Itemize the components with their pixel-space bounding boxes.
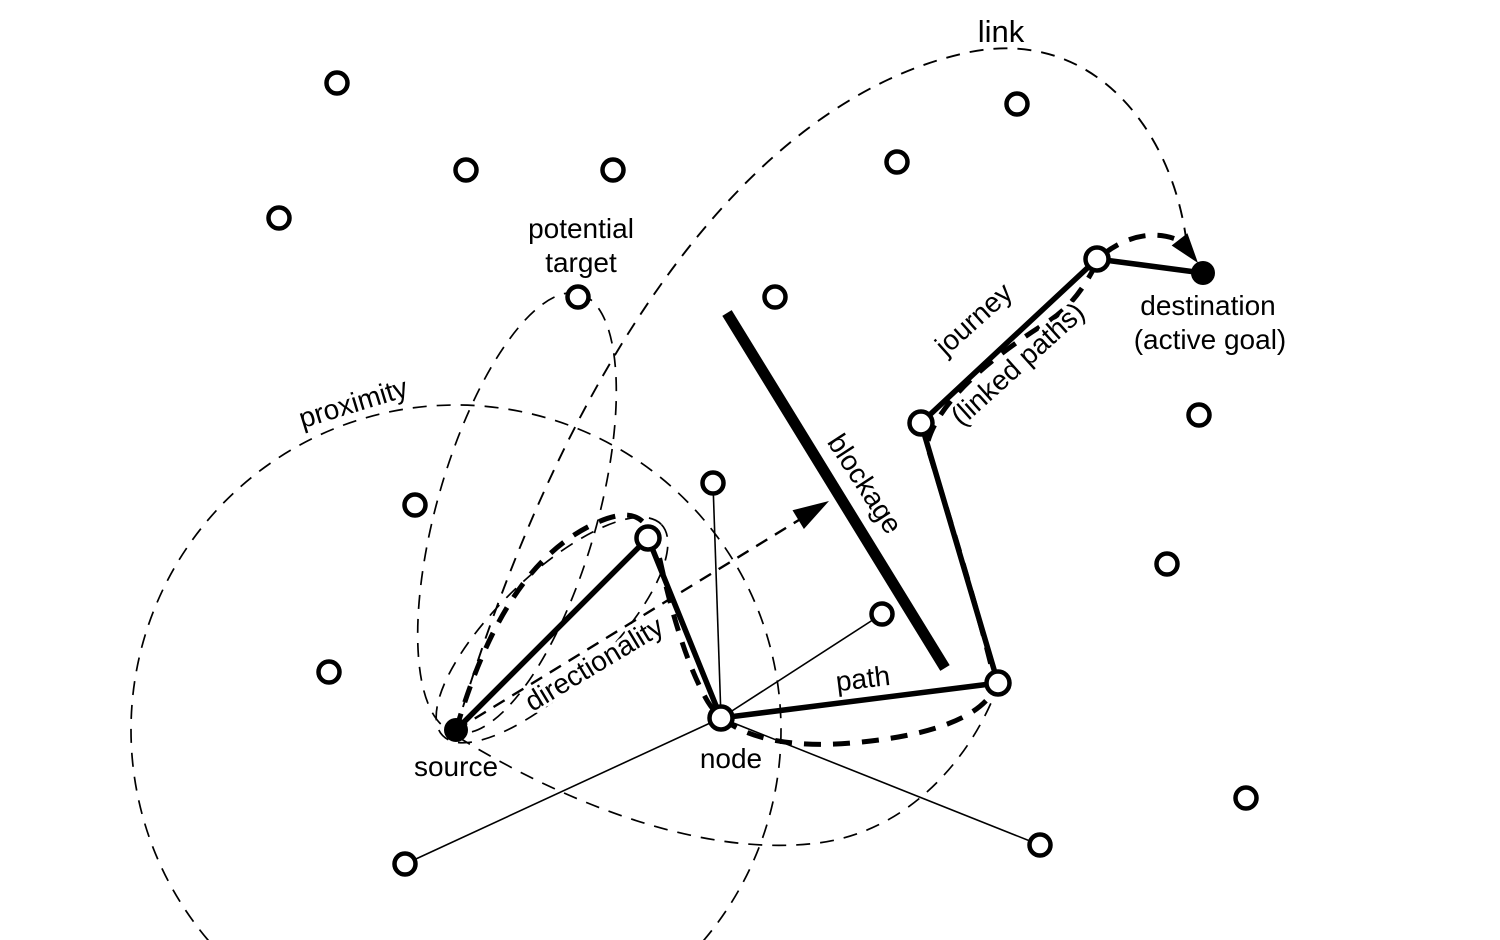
label-node: node: [700, 743, 762, 774]
scatter-node-16: [1233, 785, 1259, 811]
scatter-node-0: [324, 70, 350, 96]
scatter-node-2: [600, 157, 626, 183]
proximity-radius-circle: [130, 404, 782, 940]
node-spoke-line-2: [404, 717, 722, 865]
route-waypoint-3: [907, 409, 935, 437]
scatter-node-3: [266, 205, 292, 231]
scatter-node-12: [869, 601, 895, 627]
scatter-node-8: [402, 492, 428, 518]
directionality-arrowhead: [792, 501, 829, 530]
scatter-node-7: [762, 284, 788, 310]
route-waypoint-1: [707, 704, 735, 732]
link-return-arc: [457, 695, 995, 847]
scatter-node-11: [1154, 551, 1180, 577]
link-arc: [455, 47, 1187, 731]
scatter-node-4: [884, 149, 910, 175]
scatter-node-5: [1004, 91, 1030, 117]
directionality-dashed-line: [455, 510, 813, 732]
label-link: link: [978, 14, 1025, 49]
destination-dot: [1191, 261, 1215, 285]
blockage-bar: [722, 310, 950, 671]
label-source: source: [414, 751, 498, 782]
scatter-node-10: [700, 470, 726, 496]
scatter-node-1: [453, 157, 479, 183]
scatter-node-6: [565, 284, 591, 310]
journey-dashed-curve: [453, 232, 1184, 747]
scatter-node-13: [316, 659, 342, 685]
node-spoke-line-0: [712, 482, 722, 719]
waypoint-lasso-ellipse: [435, 516, 669, 744]
source-dot: [444, 718, 468, 742]
node-spoke-line-1: [720, 613, 883, 719]
label-target: target: [545, 247, 617, 278]
route-waypoint-0: [634, 524, 662, 552]
scatter-node-15: [1027, 832, 1053, 858]
scatter-node-9: [1186, 402, 1212, 428]
route-waypoint-4: [1083, 245, 1111, 273]
destination-arrowhead: [1171, 233, 1198, 263]
node-spoke-line-3: [720, 717, 1041, 846]
label-potential: potential: [528, 213, 634, 244]
label-destination: destination: [1140, 290, 1275, 321]
label-active-goal: (active goal): [1134, 324, 1287, 355]
route-waypoint-2: [984, 669, 1012, 697]
scatter-node-14: [392, 851, 418, 877]
label-path: path: [834, 660, 892, 697]
